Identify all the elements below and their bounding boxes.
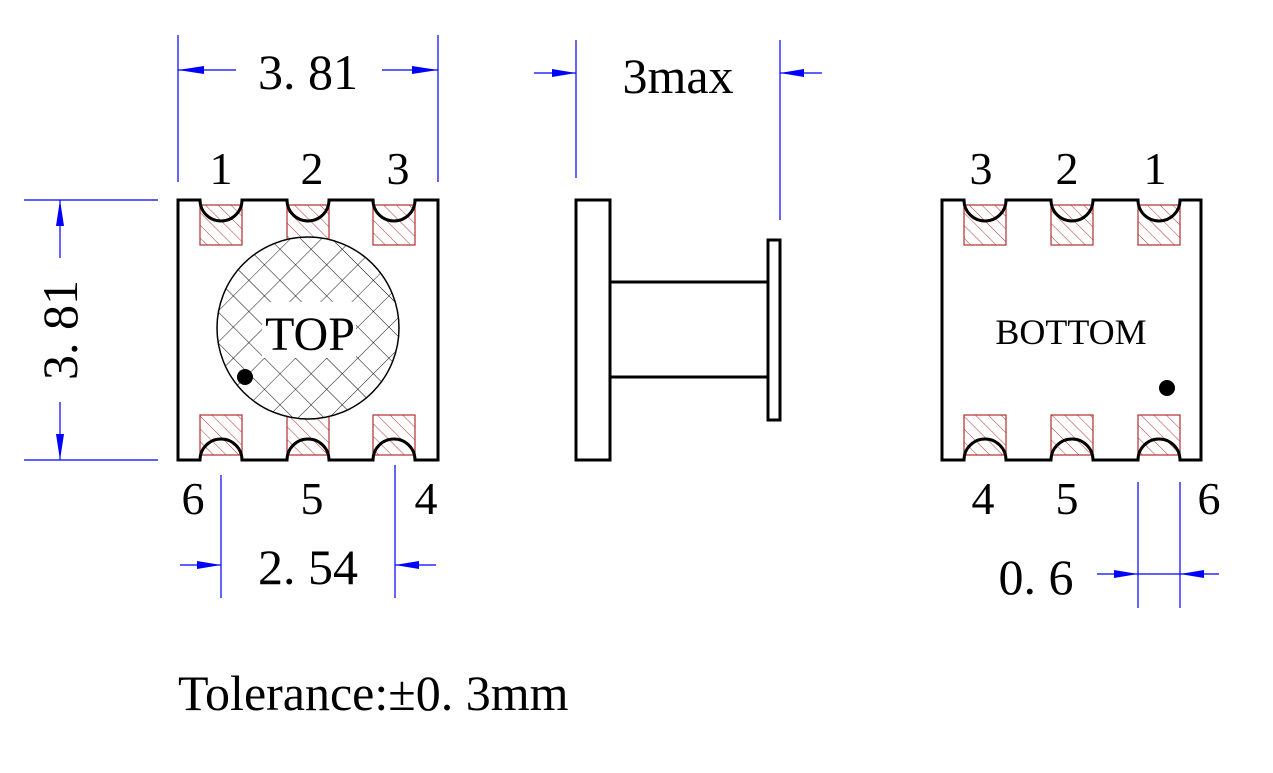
pad-5 — [286, 414, 330, 456]
height-dimension: 3. 81 — [24, 199, 158, 461]
side-height-dimension: 3max — [534, 40, 822, 220]
pad-width-dimension: 0. 6 — [999, 482, 1219, 608]
bottom-pin1-marker-dot — [1159, 380, 1175, 396]
bottom-pin-label: 4 — [972, 473, 995, 524]
bottom-pad-4 — [963, 414, 1007, 456]
bottom-pad-1 — [1137, 204, 1181, 246]
top-pin-label: 6 — [182, 473, 205, 524]
width-dimension: 3. 81 — [177, 35, 439, 182]
pitch-dimension-label: 2. 54 — [258, 539, 358, 595]
top-label: TOP — [265, 308, 355, 361]
height-dimension-label: 3. 81 — [32, 280, 88, 380]
bottom-body-outline — [940, 198, 1203, 462]
side-top-flange — [766, 238, 782, 422]
side-base-flange — [574, 198, 612, 462]
bottom-pin-label: 5 — [1056, 473, 1079, 524]
width-dimension-label: 3. 81 — [258, 44, 358, 100]
bottom-pad-3 — [963, 204, 1007, 246]
bottom-view: BOTTOM 3 2 1 4 5 6 0. 6 — [940, 143, 1221, 608]
bottom-pin-label: 1 — [1144, 143, 1167, 194]
top-pin-label: 1 — [210, 143, 233, 194]
top-pin-label: 2 — [301, 143, 324, 194]
bottom-label: BOTTOM — [995, 312, 1146, 352]
side-view: 3max — [534, 40, 822, 462]
pin1-marker-dot — [237, 369, 253, 385]
bottom-pin-label: 3 — [970, 143, 993, 194]
bottom-pad-5 — [1050, 414, 1094, 456]
pad-4 — [372, 414, 416, 456]
pad-1 — [199, 204, 243, 246]
top-body-outline — [176, 198, 440, 462]
top-pin-label: 4 — [415, 473, 438, 524]
top-pin-label: 5 — [301, 473, 324, 524]
tolerance-note: Tolerance:±0. 3mm — [178, 665, 569, 721]
top-pin-label: 3 — [387, 143, 410, 194]
bottom-pin-label: 6 — [1198, 473, 1221, 524]
bottom-pad-6 — [1137, 414, 1181, 456]
pitch-dimension: 2. 54 — [180, 465, 436, 598]
top-view: TOP 1 2 3 6 5 4 3. 81 3. 81 — [24, 35, 440, 598]
pad-3 — [372, 204, 416, 246]
side-height-dimension-label: 3max — [622, 48, 733, 104]
bottom-pad-2 — [1050, 204, 1094, 246]
pad-width-dimension-label: 0. 6 — [999, 549, 1074, 605]
bottom-pin-label: 2 — [1056, 143, 1079, 194]
pad-6 — [199, 414, 243, 456]
